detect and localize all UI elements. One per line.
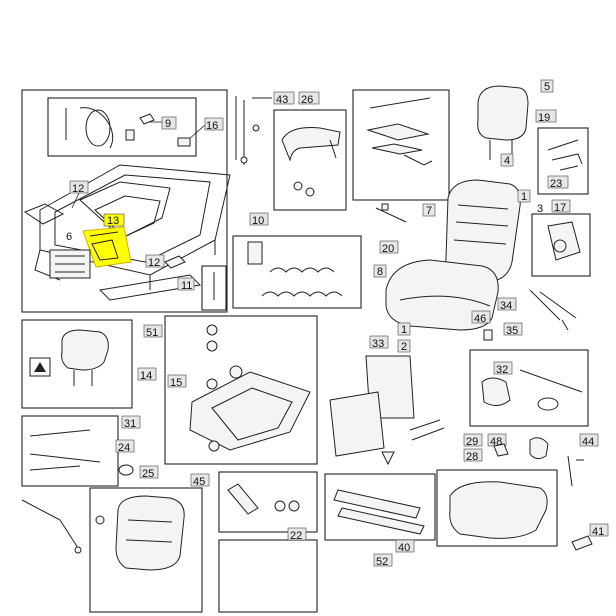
callout-tag bbox=[463, 448, 483, 462]
callout-5: 5 bbox=[544, 81, 550, 93]
callout-25: 25 bbox=[142, 468, 154, 480]
callout-tag bbox=[373, 553, 393, 567]
callout-12: 12 bbox=[72, 183, 84, 195]
callout-tag bbox=[540, 79, 554, 93]
callout-28: 28 bbox=[466, 451, 478, 463]
callout-tag bbox=[121, 415, 141, 429]
callout-tag bbox=[471, 310, 491, 324]
callout-32: 32 bbox=[496, 364, 508, 376]
callout-tag bbox=[547, 175, 569, 189]
callout-tag bbox=[298, 91, 320, 105]
callout-tag bbox=[535, 109, 557, 123]
bracket-33 bbox=[329, 355, 445, 466]
callout-tag bbox=[190, 473, 210, 487]
callout-tag bbox=[287, 527, 307, 541]
callout-35: 35 bbox=[506, 325, 518, 337]
callout-16: 16 bbox=[206, 120, 218, 132]
callout-51: 51 bbox=[146, 327, 158, 339]
callout-tag bbox=[503, 322, 523, 336]
callout-tag bbox=[177, 277, 195, 291]
callout-tag bbox=[500, 153, 514, 167]
callout-33: 33 bbox=[372, 338, 384, 350]
base-plate bbox=[189, 324, 311, 452]
callout-46: 46 bbox=[474, 313, 486, 325]
callout-tag bbox=[139, 465, 159, 479]
callout-tag bbox=[249, 212, 269, 226]
callout-40: 40 bbox=[398, 542, 410, 554]
callout-45: 45 bbox=[193, 476, 205, 488]
callout-tag bbox=[422, 203, 436, 217]
pins-43 bbox=[235, 96, 272, 165]
callout-tag bbox=[369, 335, 389, 349]
box-part-32 bbox=[469, 349, 589, 427]
callout-tag bbox=[517, 189, 531, 203]
callout-1: 1 bbox=[521, 191, 527, 203]
callout-11: 11 bbox=[181, 280, 192, 292]
callout-tag bbox=[497, 297, 517, 311]
headrest bbox=[477, 85, 529, 141]
callout-tag bbox=[397, 322, 411, 336]
callout-tag bbox=[397, 339, 411, 353]
callout-1: 1 bbox=[401, 324, 407, 336]
callout-tag bbox=[204, 117, 224, 131]
callout-6: 6 bbox=[66, 231, 72, 243]
callout-10: 10 bbox=[252, 215, 264, 227]
callout-tag bbox=[589, 523, 609, 537]
callout-23: 23 bbox=[550, 178, 562, 190]
callout-20: 20 bbox=[382, 243, 394, 255]
callout-13: 13 bbox=[107, 215, 119, 227]
callout-3: 3 bbox=[537, 203, 543, 215]
callout-tag bbox=[167, 374, 187, 388]
callout-2: 2 bbox=[401, 341, 407, 353]
callout-8: 8 bbox=[377, 266, 383, 278]
box-part-31 bbox=[21, 415, 119, 487]
callout-26: 26 bbox=[301, 94, 313, 106]
callout-52: 52 bbox=[376, 556, 388, 568]
callout-tag bbox=[161, 116, 177, 130]
callout-17: 17 bbox=[554, 202, 566, 214]
armrest bbox=[281, 127, 341, 197]
callout-tag bbox=[115, 439, 135, 453]
callout-tag bbox=[273, 91, 295, 105]
callout-24: 24 bbox=[118, 442, 130, 454]
callout-tag bbox=[463, 433, 483, 447]
backrest-mechanism bbox=[366, 97, 433, 166]
callout-14: 14 bbox=[140, 370, 152, 382]
callout-41: 41 bbox=[592, 526, 604, 538]
callout-15: 15 bbox=[170, 377, 182, 389]
cable-part bbox=[21, 499, 82, 554]
callout-tag bbox=[395, 539, 415, 553]
springs bbox=[247, 241, 343, 297]
callout-tag bbox=[493, 361, 513, 375]
callout-tag bbox=[143, 324, 163, 338]
box-part-22 bbox=[218, 539, 318, 613]
deere-logo-icon bbox=[29, 357, 51, 377]
callout-31: 31 bbox=[124, 418, 136, 430]
seat-assembly bbox=[385, 179, 521, 331]
callout-12: 12 bbox=[148, 257, 160, 269]
callout-tag bbox=[551, 199, 571, 213]
callout-34: 34 bbox=[500, 300, 512, 312]
callout-tag bbox=[379, 240, 399, 254]
callout-43: 43 bbox=[276, 94, 288, 106]
lever-34 bbox=[529, 289, 577, 331]
callout-tag bbox=[145, 254, 165, 268]
callout-7: 7 bbox=[426, 205, 432, 217]
callout-9: 9 bbox=[165, 118, 171, 130]
seat-base-frame bbox=[23, 164, 231, 301]
callout-44: 44 bbox=[582, 436, 594, 448]
callout-22: 22 bbox=[290, 530, 302, 542]
callout-19: 19 bbox=[538, 112, 550, 124]
callout-29: 29 bbox=[466, 436, 478, 448]
box-part-45 bbox=[218, 471, 318, 533]
callout-tag bbox=[579, 433, 599, 447]
callout-tag bbox=[137, 367, 157, 381]
callout-tag bbox=[373, 264, 387, 278]
highlight-part-13: 13 bbox=[82, 213, 132, 268]
hardware-kit-parts bbox=[65, 107, 155, 149]
callout-4: 4 bbox=[504, 155, 510, 167]
